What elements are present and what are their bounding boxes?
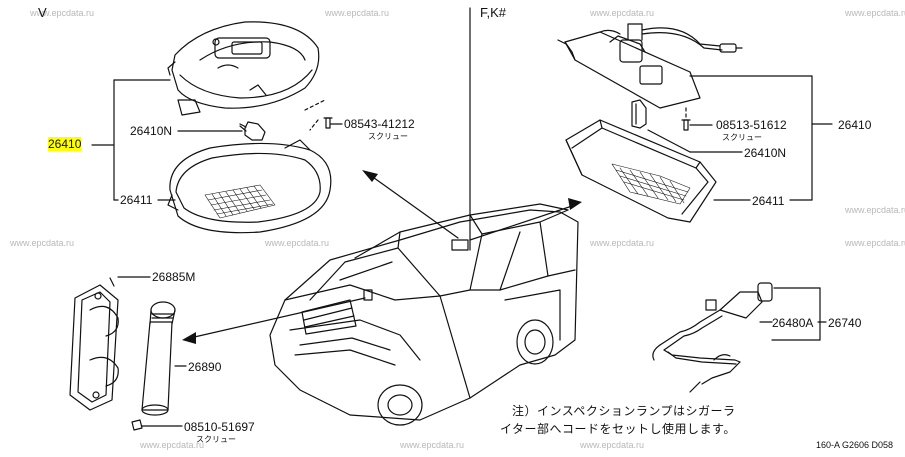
variant-left-header: V [38,5,47,20]
cord-assembly [652,282,773,393]
lens-grid-right [611,163,691,205]
screw-caption-right: スクリュー [722,133,762,142]
watermark: www.epcdata.ru [140,440,205,450]
diagram-code: 160-A G2606 D058 [816,440,894,450]
part-label-26411-right[interactable]: 26411 [752,194,785,208]
watermark: www.epcdata.ru [590,238,655,248]
note-line-1: 注）インスペクションランプはシガーラ [512,404,736,418]
screw-caption-bottom: スクリュー [196,435,236,444]
lens-left [167,139,332,234]
part-label-26740[interactable]: 26740 [828,316,862,330]
part-label-26410-highlighted[interactable]: 26410 [48,137,82,151]
watermark: www.epcdata.ru [590,8,655,18]
screw-caption-left: スクリュー [368,132,408,141]
screw-bottom [131,419,143,431]
watermark: www.epcdata.ru [10,238,75,248]
clip-bracket [69,277,119,411]
part-label-08510-51697[interactable]: 08510-51697 [184,420,255,434]
lamp-base-right [557,23,743,109]
lamp-housing-left [167,21,320,116]
part-label-08513-51612[interactable]: 08513-51612 [716,118,787,132]
bulb-right [631,99,647,129]
variant-right-header: F,K# [480,5,507,20]
watermark: www.epcdata.ru [30,8,95,18]
watermark: www.epcdata.ru [265,238,330,248]
part-label-26885M[interactable]: 26885M [152,270,196,284]
part-label-26410N-right[interactable]: 26410N [744,146,787,160]
bulb-left [239,121,266,141]
note-line-2: イター部へコードをセットし使用します。 [500,422,736,436]
watermark: www.epcdata.ru [400,440,465,450]
watermark: www.epcdata.ru [845,205,905,215]
lens-right [565,119,717,223]
watermark: www.epcdata.ru [845,238,905,248]
screw-right [681,119,691,131]
part-label-26480A[interactable]: 26480A [772,316,814,330]
lens-grid-left [204,184,276,219]
screw-left [323,117,333,129]
watermark: www.epcdata.ru [580,440,645,450]
part-label-26411-left[interactable]: 26411 [120,193,153,207]
pointer-arrows [189,174,576,339]
part-label-08543-41212[interactable]: 08543-41212 [344,117,415,131]
part-label-26410-right[interactable]: 26410 [838,118,872,132]
watermark: www.epcdata.ru [325,8,390,18]
watermark: www.epcdata.ru [845,8,905,18]
vehicle-outline [269,203,579,426]
flashlight [141,301,176,416]
part-label-26890[interactable]: 26890 [188,360,222,374]
part-label-26410N-left[interactable]: 26410N [130,124,173,138]
